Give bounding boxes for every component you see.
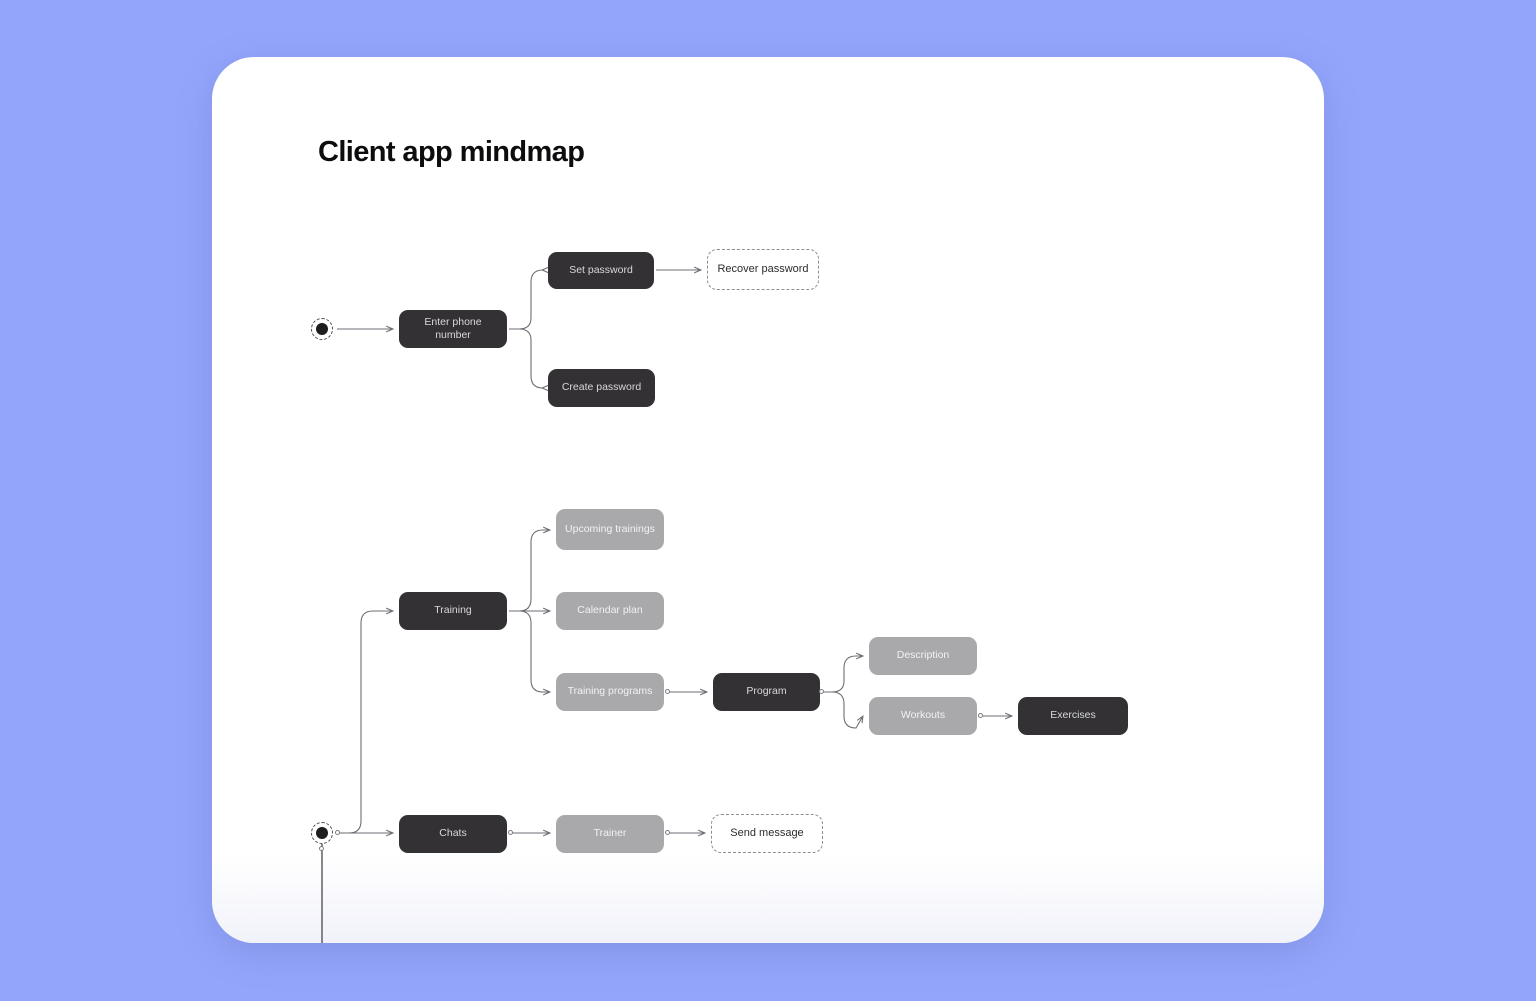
port-dot-trainer[interactable] <box>665 830 670 835</box>
edge-enter-phone-to-set-password <box>509 270 543 330</box>
node-label: Upcoming trainings <box>565 522 655 535</box>
node-label: Training programs <box>567 685 653 698</box>
node-workouts[interactable]: Workouts <box>869 697 977 735</box>
edge-program-to-description <box>822 656 863 693</box>
node-label: Calendar plan <box>577 604 643 617</box>
node-trainer[interactable]: Trainer <box>556 815 664 853</box>
edge-training-to-training-programs <box>509 610 550 692</box>
start-ring-icon <box>311 822 333 844</box>
node-label: Set password <box>569 263 633 276</box>
node-label: Workouts <box>900 709 946 722</box>
port-dot-training-programs[interactable] <box>665 689 670 694</box>
start-node-main[interactable] <box>311 822 333 844</box>
node-enter-phone-number[interactable]: Enter phone number <box>399 310 507 348</box>
node-recover-password[interactable]: Recover password <box>707 249 819 290</box>
node-label: Send message <box>730 827 804 840</box>
mindmap-canvas-card <box>212 57 1324 943</box>
node-label: Description <box>896 649 950 662</box>
node-create-password[interactable]: Create password <box>548 369 655 407</box>
node-upcoming-trainings[interactable]: Upcoming trainings <box>556 509 664 550</box>
port-dot-program[interactable] <box>819 689 824 694</box>
edge-training-to-upcoming-trainings <box>509 530 550 612</box>
node-label: Chats <box>439 827 467 840</box>
node-calendar-plan[interactable]: Calendar plan <box>556 592 664 630</box>
start-ring-icon <box>311 318 333 340</box>
node-label: Enter phone number <box>424 315 482 341</box>
start-dot-icon <box>316 827 328 839</box>
node-label: Exercises <box>1050 709 1096 722</box>
node-label: Trainer <box>593 827 627 840</box>
node-chats[interactable]: Chats <box>399 815 507 853</box>
edge-start-to-training <box>337 611 393 834</box>
node-training[interactable]: Training <box>399 592 507 630</box>
node-exercises[interactable]: Exercises <box>1018 697 1128 735</box>
edge-enter-phone-to-create-password <box>509 328 543 388</box>
node-description[interactable]: Description <box>869 637 977 675</box>
node-label: Training <box>434 604 472 617</box>
edge-program-to-workouts <box>822 691 863 729</box>
port-dot-start-main-right[interactable] <box>335 830 340 835</box>
node-label: Create password <box>561 381 642 394</box>
node-label: Recover password <box>717 263 809 276</box>
port-dot-workouts[interactable] <box>978 713 983 718</box>
start-dot-icon <box>316 323 328 335</box>
port-dot-chats[interactable] <box>508 830 513 835</box>
node-training-programs[interactable]: Training programs <box>556 673 664 711</box>
node-program[interactable]: Program <box>713 673 820 711</box>
node-send-message[interactable]: Send message <box>711 814 823 853</box>
port-dot-start-main-bottom[interactable] <box>319 846 324 851</box>
page-title: Client app mindmap <box>318 136 585 168</box>
start-node-auth[interactable] <box>311 318 333 340</box>
node-label: Program <box>746 685 787 698</box>
node-set-password[interactable]: Set password <box>548 252 654 289</box>
